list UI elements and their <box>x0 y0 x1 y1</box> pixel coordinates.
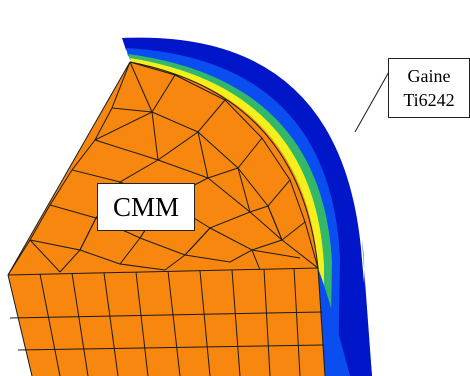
transition-green <box>128 54 332 376</box>
sheath-side-outer <box>350 240 372 376</box>
core-label: CMM <box>97 183 195 231</box>
core-top-face <box>8 62 318 300</box>
sheath-label-line1: Gaine <box>407 66 451 86</box>
sheath-side-wall <box>318 268 350 376</box>
sheath-label-line2: Ti6242 <box>403 90 455 110</box>
mesh-lines <box>7 61 326 376</box>
sheath-leader-line <box>354 69 391 133</box>
core-front-face <box>8 268 325 376</box>
sheath-blue-inner <box>126 48 340 376</box>
transition-yellow <box>130 58 324 376</box>
sheath-blue-band <box>122 37 372 376</box>
sheath-label: Gaine Ti6242 <box>388 58 470 118</box>
core-label-text: CMM <box>112 192 180 222</box>
